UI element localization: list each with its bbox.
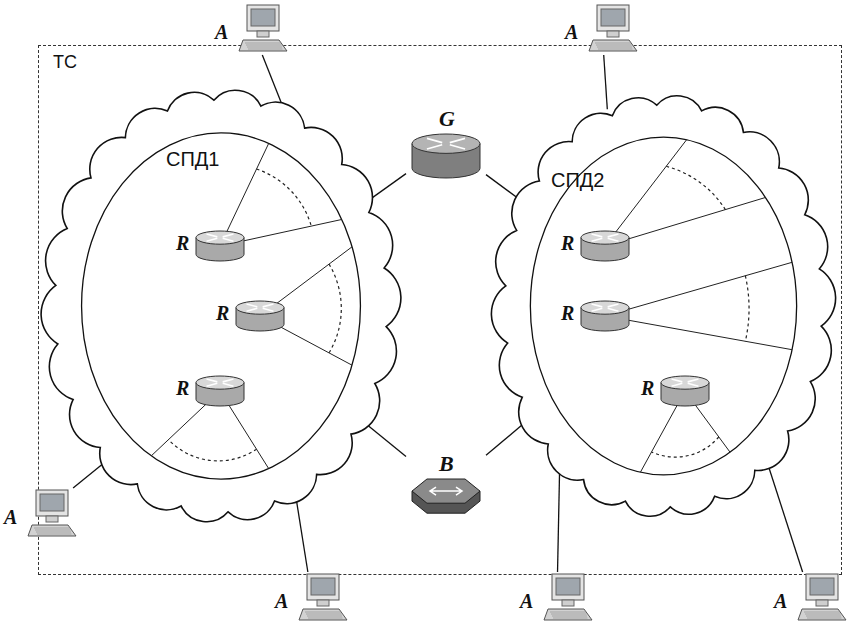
network-link [262,55,282,106]
node-label: ТС [53,52,77,73]
computer: A [275,572,349,624]
node-label: A [520,590,533,613]
node-label: R [176,232,189,255]
router: R [561,226,631,266]
node-label: СПД1 [166,148,220,171]
node-label: A [774,590,787,613]
system-boundary: R R R СПД1R R R СПД2 G B ТС [38,45,842,575]
node-label: R [561,302,574,325]
computer: A [4,488,78,540]
node-label: G [439,106,455,131]
router: R [176,226,246,266]
node-label: A [4,506,17,529]
cloud-icon [491,91,836,521]
router: R [561,296,631,336]
node-label: A [215,21,228,44]
node-label: A [565,21,578,44]
network-link [486,422,525,455]
network-link [769,468,803,572]
network-cloud: R R R СПД1 [41,86,401,526]
node-label: A [275,590,288,613]
router: R [176,371,246,411]
node-label: R [176,377,189,400]
computer: A [520,572,594,624]
computer: A [565,3,639,55]
network-link [371,174,406,199]
network-link [366,424,406,456]
computer: A [774,572,848,624]
network-link [73,464,103,488]
network-link [558,469,560,572]
router: R [216,296,286,336]
node-label: R [561,232,574,255]
computer: A [215,3,289,55]
bridge-hexagon: B [406,451,486,527]
network-cloud: R R R СПД2 [491,91,836,521]
gateway-router: G [406,106,486,184]
node-label: R [641,377,654,400]
network-link [486,175,520,200]
network-link [296,499,308,572]
node-label: R [216,302,229,325]
network-link [604,55,608,109]
node-label: СПД2 [551,169,605,192]
router: R [641,371,711,411]
node-label: B [439,451,454,476]
